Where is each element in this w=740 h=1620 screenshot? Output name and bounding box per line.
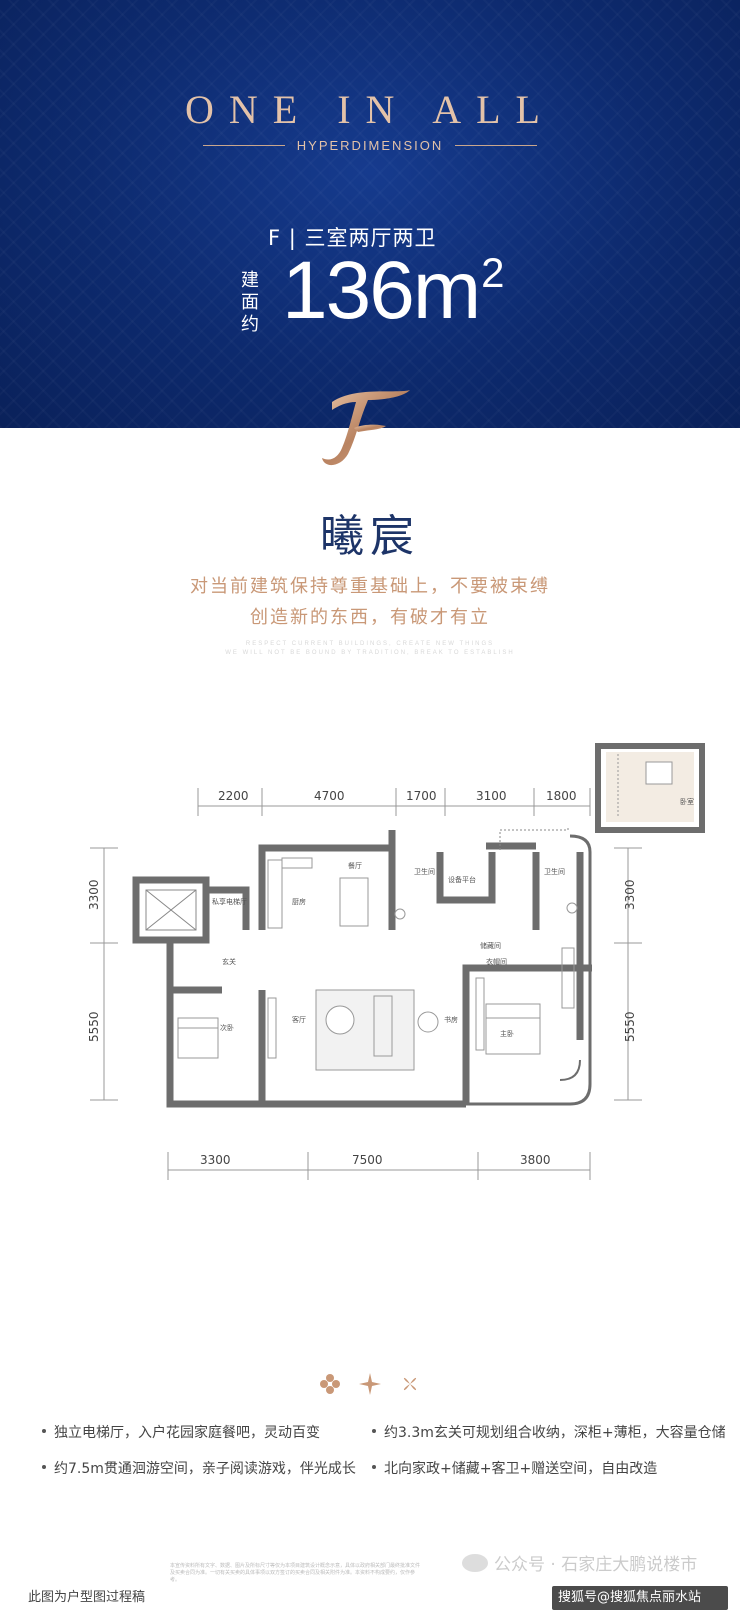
- room-label-bath-2: 卫生间: [544, 867, 565, 876]
- slogan-line-2: 创造新的东西，有破才有立: [250, 607, 490, 628]
- feature-item-2: 约3.3m玄关可规划组合收纳，深柜+薄柜，大容量仓储: [370, 1422, 726, 1442]
- inset-bedroom-plan: 卧室: [595, 743, 705, 833]
- unit-type: F | 三室两厅两卫: [268, 226, 437, 250]
- bottom-dim-2: 7500: [352, 1153, 383, 1167]
- f-monogram-logo: [310, 388, 430, 478]
- room-label-storage: 储藏间: [480, 941, 501, 950]
- room-label-equipment-platform: 设备平台: [448, 875, 476, 884]
- top-dim-5: 1800: [546, 789, 577, 803]
- f-monogram-glyph: [322, 390, 410, 466]
- room-label-master-bedroom: 主卧: [500, 1029, 514, 1038]
- left-dimensions: [90, 847, 118, 1101]
- right-dim-2: 5550: [623, 1011, 637, 1042]
- floor-plan-walls: [132, 830, 592, 1108]
- floor-plan: 卧室 2200 4700 1700 3100 1800 3300 5550: [0, 740, 740, 1200]
- brand-subtitle-row: HYPERDIMENSION: [0, 138, 740, 153]
- brand-subtitle: HYPERDIMENSION: [296, 138, 444, 153]
- right-dimensions: [614, 847, 642, 1101]
- project-name: 曦宸: [320, 511, 420, 562]
- ornament-star-icon: [358, 1372, 382, 1396]
- bottom-dim-3: 3800: [520, 1153, 551, 1167]
- feature-item-1: 独立电梯厅，入户花园家庭餐吧，灵动百变: [40, 1422, 370, 1442]
- header-banner: ONE IN ALL HYPERDIMENSION F | 三室两厅两卫 建面约…: [0, 0, 740, 428]
- area-unit-superscript: 2: [481, 249, 504, 296]
- room-label-cloakroom: 衣帽间: [486, 957, 507, 966]
- top-dim-2: 4700: [314, 789, 345, 803]
- brand-title: ONE IN ALL: [185, 87, 555, 132]
- room-label-kitchen: 厨房: [292, 897, 306, 906]
- wechat-account-text: 公众号 · 石家庄大鹏说楼市: [494, 1555, 698, 1575]
- subtitle-rule-right: [455, 145, 538, 146]
- area-label: 建面约: [241, 270, 259, 335]
- plan-draft-note: 此图为户型图过程稿: [28, 1590, 146, 1605]
- room-label-inset-bedroom: 卧室: [680, 797, 694, 806]
- ornament-row: [0, 1372, 740, 1396]
- room-label-entrance: 玄关: [222, 957, 236, 966]
- top-dim-1: 2200: [218, 789, 249, 803]
- bottom-dim-1: 3300: [200, 1153, 231, 1167]
- room-label-dining: 餐厅: [348, 861, 362, 870]
- feature-item-4: 北向家政+储藏+客卫+赠送空间，自由改造: [370, 1458, 710, 1478]
- slogan-line-1: 对当前建筑保持尊重基础上，不要被束缚: [190, 576, 550, 597]
- room-label-second-bedroom: 次卧: [220, 1023, 234, 1032]
- room-label-study: 书房: [444, 1015, 458, 1024]
- wechat-icon: [462, 1553, 488, 1572]
- room-label-bath-1: 卫生间: [414, 867, 435, 876]
- fine-english-line-1: RESPECT CURRENT BUILDINGS, CREATE NEW TH…: [245, 641, 495, 647]
- header-pattern: [0, 0, 740, 428]
- room-label-elevator-hall: 私享电梯厅: [212, 897, 247, 906]
- bottom-dimensions: [167, 1152, 591, 1180]
- legal-disclaimer: 本宣传资料所有文字、数据、图片及所标尺寸等仅为本项目建筑设计概念示意，具体以政府…: [170, 1563, 421, 1583]
- furniture: [177, 857, 578, 1071]
- source-watermark-tag: 搜狐号@搜狐焦点丽水站: [552, 1586, 728, 1610]
- subtitle-rule-left: [202, 145, 285, 146]
- ornament-flower-icon: [318, 1372, 342, 1396]
- fine-english-line-2: WE WILL NOT BE BOUND BY TRADITION, BREAK…: [225, 650, 515, 656]
- top-dim-4: 3100: [476, 789, 507, 803]
- wechat-watermark: 公众号 · 石家庄大鹏说楼市: [462, 1550, 697, 1575]
- area-number: 136m: [282, 245, 481, 336]
- top-dimensions: [197, 788, 591, 816]
- feature-list: 独立电梯厅，入户花园家庭餐吧，灵动百变 约3.3m玄关可规划组合收纳，深柜+薄柜…: [40, 1422, 726, 1478]
- right-dim-1: 3300: [623, 879, 637, 910]
- ornament-petal-icon: [398, 1372, 422, 1396]
- feature-item-3: 约7.5m贯通洄游空间，亲子阅读游戏，伴光成长: [40, 1458, 370, 1478]
- elevator-shaft: [145, 889, 197, 931]
- left-dim-1: 3300: [87, 879, 101, 910]
- left-dim-2: 5550: [87, 1011, 101, 1042]
- room-label-living: 客厅: [292, 1015, 306, 1024]
- area-value: 136m2: [282, 249, 505, 332]
- top-dim-3: 1700: [406, 789, 437, 803]
